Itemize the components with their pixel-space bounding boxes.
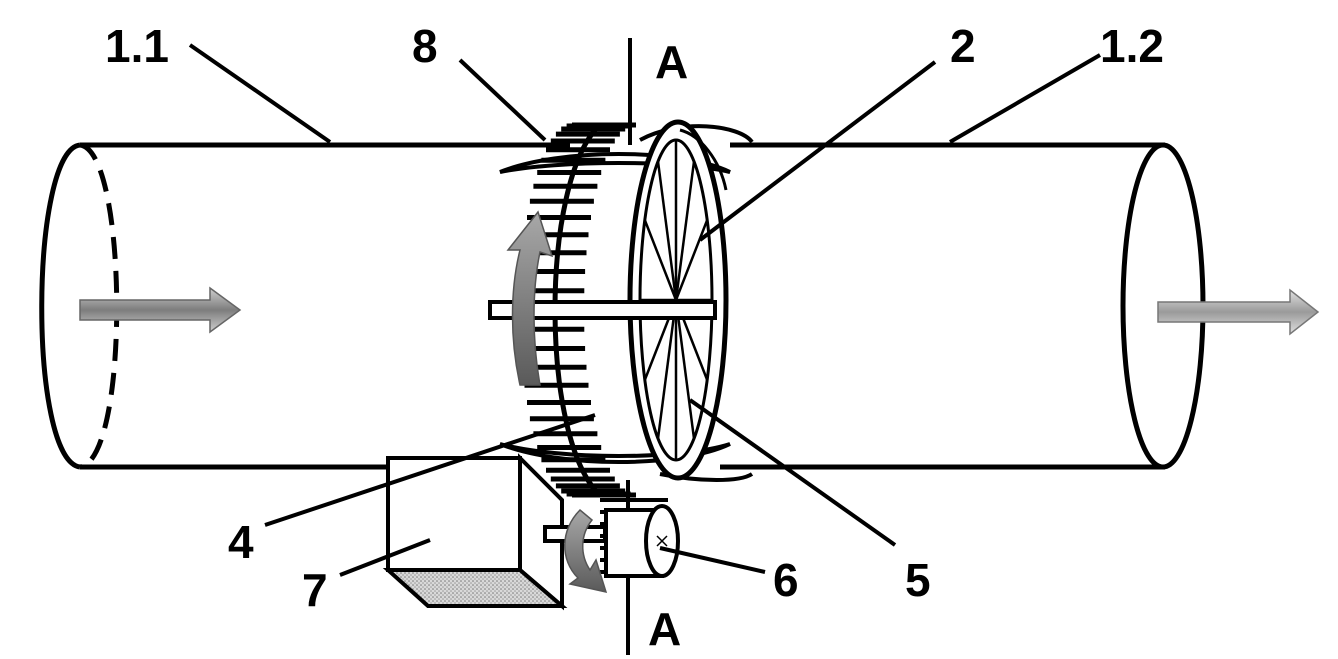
drive-shaft	[488, 300, 717, 320]
rotation-arrow-down-icon	[564, 508, 608, 594]
impeller-spoke	[643, 219, 678, 301]
label-impeller: 2	[950, 20, 976, 72]
motor-front-face	[386, 456, 522, 572]
motor-bottom-face	[382, 568, 568, 608]
leader-seal-ring	[458, 58, 547, 142]
pinion	[600, 498, 680, 578]
leader-pipe-inlet	[188, 43, 332, 144]
label-pipe-outlet: 1.2	[1100, 20, 1164, 72]
label-section-bottom: A	[648, 603, 681, 655]
seal-ring-upper-back	[639, 124, 754, 144]
label-gear-ring: 4	[228, 516, 254, 568]
leader-pinion	[659, 546, 766, 574]
label-pinion: 6	[773, 554, 799, 606]
leader-disc-rim	[688, 398, 897, 547]
outflow-arrow-icon	[1157, 288, 1320, 336]
impeller-spoke	[656, 299, 678, 439]
impeller-spoke	[656, 161, 678, 301]
label-pipe-inlet: 1.1	[105, 20, 169, 72]
pinion-axis-mark	[656, 535, 668, 547]
inflow-arrow-icon	[79, 286, 242, 334]
label-disc-rim: 5	[905, 554, 931, 606]
rotation-arrow-up-icon	[506, 210, 554, 386]
label-seal-ring: 8	[412, 20, 438, 72]
impeller-blade-edge	[679, 128, 728, 191]
leader-impeller	[698, 60, 937, 242]
impeller-spoke	[674, 299, 696, 439]
label-motor: 7	[302, 564, 328, 616]
leader-pipe-outlet	[948, 53, 1102, 144]
leader-motor	[339, 538, 431, 577]
label-section-top: A	[655, 36, 688, 88]
impeller-spoke	[674, 219, 709, 301]
pipe-inlet-end-solid	[39, 142, 81, 470]
pipe-outlet	[720, 142, 1206, 470]
leader-gear-ring	[264, 413, 596, 527]
leader-lines	[188, 43, 1102, 577]
impeller-spoke	[674, 161, 696, 301]
